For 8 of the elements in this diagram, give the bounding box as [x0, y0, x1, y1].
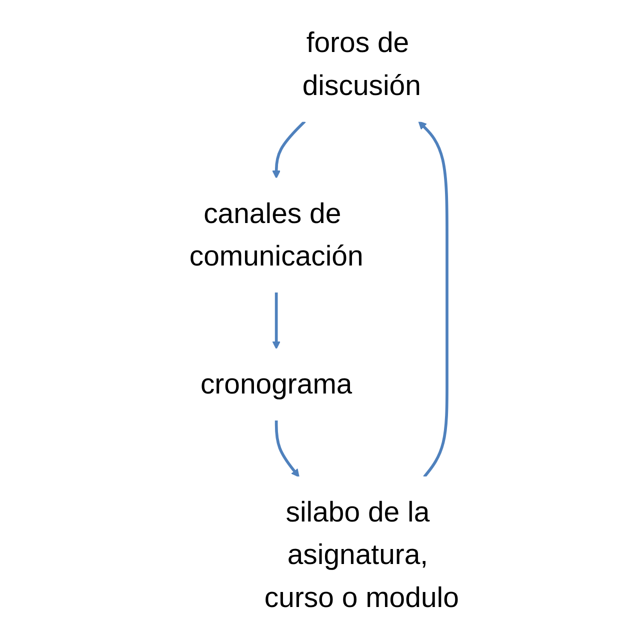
node-text: foros de discusión [302, 28, 420, 102]
arrow [274, 420, 299, 478]
arrow [418, 121, 448, 478]
node-text: canales de comunicación [188, 198, 363, 272]
arrow [272, 120, 306, 179]
node-text: silabo de la asignatura, curso o modulo [264, 496, 458, 614]
node-text: cronograma [200, 368, 352, 400]
arrow [272, 292, 280, 350]
